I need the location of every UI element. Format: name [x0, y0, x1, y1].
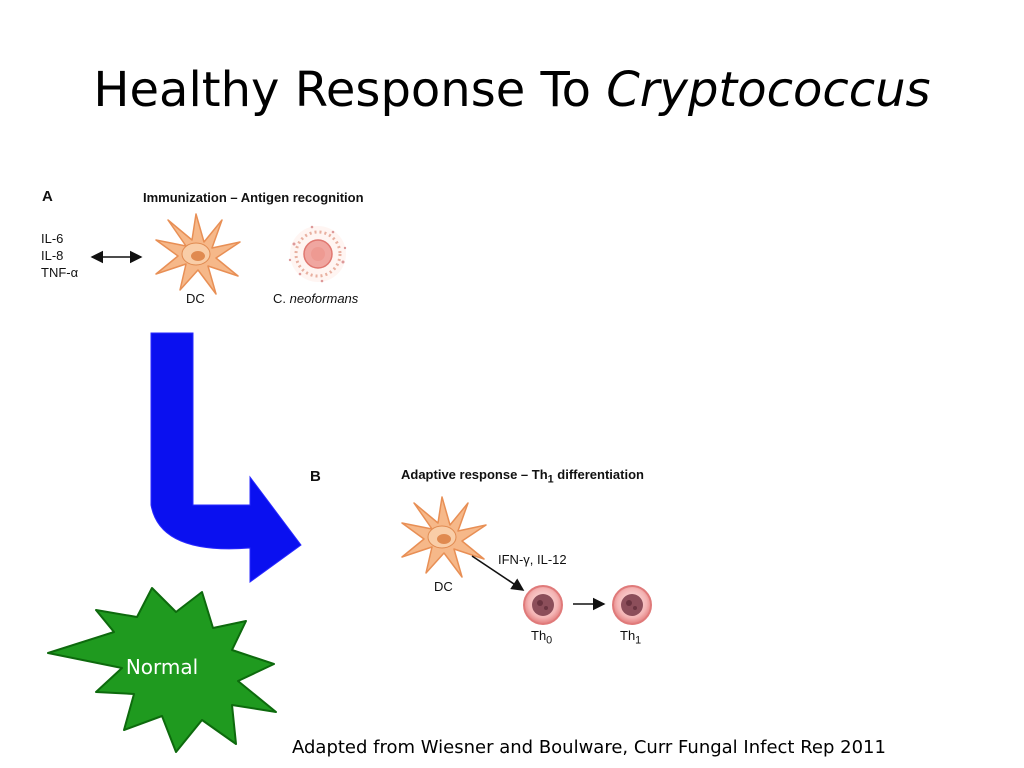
th1-cell [612, 585, 652, 625]
cryptococcus-cell [288, 225, 347, 283]
signal-label: IFN-γ, IL-12 [498, 552, 567, 567]
normal-badge-text: Normal [125, 655, 199, 679]
pathogen-label: C. neoformans [273, 291, 359, 306]
th0-cell [523, 585, 563, 625]
flow-arrow [150, 332, 302, 583]
cytokine-tnf: TNF-α [41, 265, 79, 280]
panel-b-label: B [310, 468, 321, 485]
panel-a-label: A [42, 188, 53, 205]
signal-arrow [471, 555, 525, 591]
slide-title: Healthy Response To Cryptococcus [93, 62, 931, 118]
citation: Adapted from Wiesner and Boulware, Curr … [292, 737, 886, 758]
dendritic-cell-b [401, 496, 487, 578]
panel-a-heading: Immunization – Antigen recognition [143, 190, 364, 205]
panel-b-heading: Adaptive response – Th1 differentiation [401, 467, 644, 486]
th1-label: Th1 [620, 628, 642, 647]
dendritic-cell-a [155, 213, 241, 295]
cytokine-il8: IL-8 [41, 248, 64, 263]
cytokine-list: IL-6 IL-8 TNF-α [41, 230, 78, 281]
cytokine-il6: IL-6 [41, 231, 64, 246]
th0-label: Th0 [531, 628, 553, 647]
dc-label-b: DC [434, 579, 453, 594]
normal-badge-star [47, 587, 277, 753]
dc-label-a: DC [186, 291, 205, 306]
